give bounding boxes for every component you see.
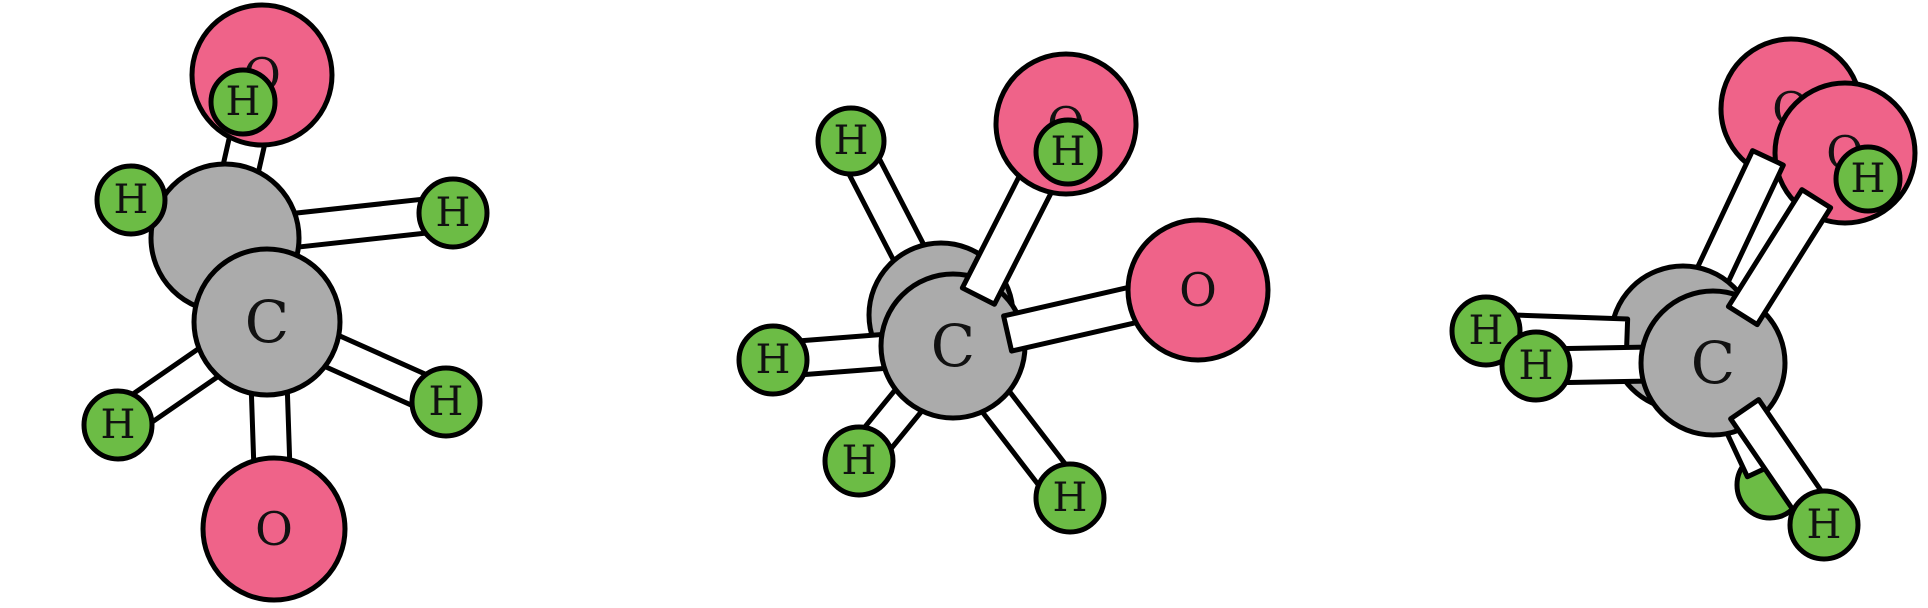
atom-hydrogen: H — [1499, 329, 1573, 403]
oxygen-sphere — [200, 455, 348, 603]
atom-label: H — [436, 190, 471, 236]
bond-carbon-oxygen — [1725, 187, 1834, 328]
atom-label: H — [1051, 129, 1086, 175]
atom-label: H — [1851, 156, 1886, 202]
hydrogen-sphere — [822, 424, 896, 498]
atom-hydrogen: H — [736, 323, 810, 397]
hydrogen-sphere — [416, 176, 490, 250]
molecule-view-2: CHOHOHHH — [736, 51, 1271, 535]
atom-hydrogen: H — [81, 388, 155, 462]
atom-hydrogen: H — [1449, 294, 1523, 368]
oxygen-sphere — [1125, 217, 1271, 363]
atom-hydrogen: H — [1787, 488, 1861, 562]
hydrogen-sphere — [409, 365, 483, 439]
atom-label: H — [429, 379, 464, 425]
atom-hydrogen: H — [416, 176, 490, 250]
hydrogen-sphere — [208, 67, 278, 137]
hydrogen-sphere — [94, 163, 168, 237]
atom-label: O — [1179, 263, 1217, 317]
molecule-view-3: OOHHCHH — [1449, 36, 1918, 562]
hydrogen-sphere — [1833, 144, 1903, 214]
atom-hydrogen: H — [1033, 117, 1103, 187]
carbon-sphere — [1638, 288, 1788, 438]
atom-label: H — [1053, 475, 1088, 521]
hydrogen-sphere — [1499, 329, 1573, 403]
hydrogen-sphere — [1033, 117, 1103, 187]
hydrogen-sphere — [815, 105, 887, 177]
atom-label: C — [245, 288, 289, 356]
hydrogen-sphere — [736, 323, 810, 397]
atom-hydrogen: H — [409, 365, 483, 439]
atom-label: H — [114, 177, 149, 223]
atom-carbon: C — [191, 246, 343, 398]
atom-label: O — [255, 502, 293, 556]
atom-label: H — [101, 402, 136, 448]
carbon-sphere — [191, 246, 343, 398]
atom-label: H — [756, 337, 791, 383]
molecule-view-1: COHHHHHO — [81, 2, 490, 603]
hydrogen-sphere — [1033, 461, 1107, 535]
atom-oxygen: O — [200, 455, 348, 603]
atom-hydrogen: H — [208, 67, 278, 137]
hydrogen-sphere — [1787, 488, 1861, 562]
atom-label: H — [1807, 502, 1842, 548]
atom-hydrogen: H — [94, 163, 168, 237]
atom-label: H — [1519, 343, 1554, 389]
hydrogen-sphere — [81, 388, 155, 462]
atom-hydrogen: H — [1833, 144, 1903, 214]
atom-hydrogen: H — [815, 105, 887, 177]
atom-label: H — [226, 79, 261, 125]
atom-label: H — [842, 438, 877, 484]
atom-oxygen: O — [1125, 217, 1271, 363]
atom-label: H — [1469, 308, 1504, 354]
atom-carbon: C — [878, 271, 1028, 421]
atom-hydrogen: H — [822, 424, 896, 498]
atom-hydrogen: H — [1033, 461, 1107, 535]
atom-carbon: C — [1638, 288, 1788, 438]
hydrogen-sphere — [1449, 294, 1523, 368]
atom-label: C — [931, 312, 975, 380]
atom-label: H — [834, 118, 869, 164]
atom-label: C — [1691, 329, 1735, 397]
